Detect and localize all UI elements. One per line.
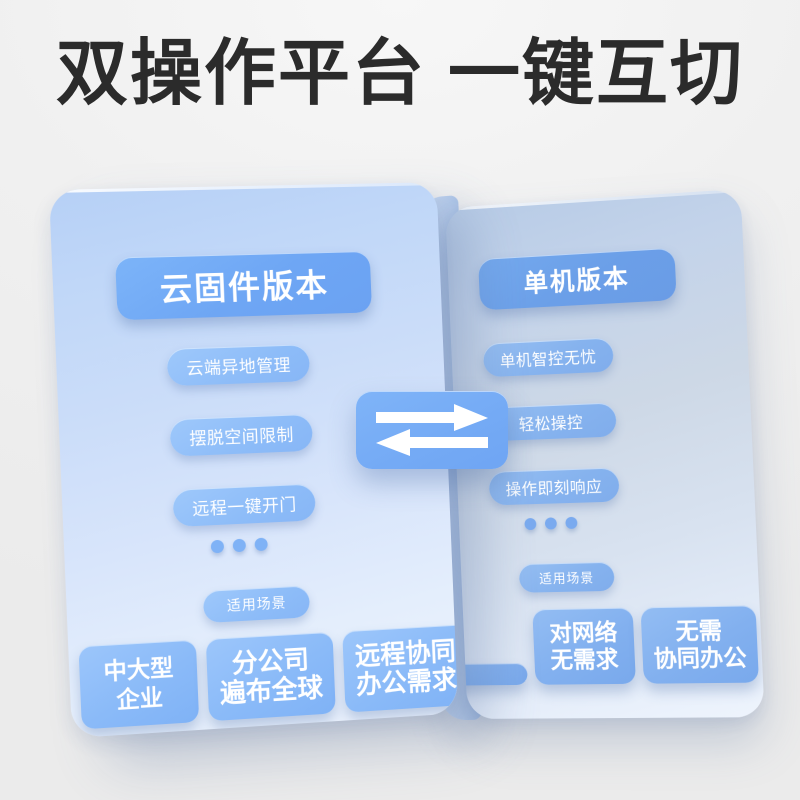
dot-2	[544, 517, 557, 530]
right-feature-pill-3: 操作即刻响应	[488, 467, 620, 506]
right-tag-2: 对网络 无需求	[532, 607, 636, 685]
right-scenario-label: 适用场景	[518, 561, 615, 593]
left-tag-3-line2: 办公需求	[355, 664, 458, 700]
left-feature-pill-1: 云端异地管理	[166, 344, 311, 387]
right-tag-3-line2: 协同办公	[653, 644, 748, 672]
page-title: 双操作平台 一键互切	[55, 34, 744, 114]
left-tag-1-line2: 企业	[115, 683, 164, 713]
left-scenario-tags: 中大型 企业 分公司 遍布全球 远程协同 办公需求	[78, 624, 459, 730]
left-tag-3: 远程协同 办公需求	[342, 624, 459, 713]
bidirectional-swap-arrows-icon	[376, 404, 488, 456]
dot-2	[232, 538, 247, 553]
dot-1	[524, 517, 537, 531]
left-feature-pill-3: 远程一键开门	[172, 483, 317, 528]
right-tag-2-line2: 无需求	[550, 645, 620, 673]
right-scenario-tags: 对网络 无需求 无需 协同办公	[445, 605, 759, 686]
right-feature-pill-1: 单机智控无忧	[482, 337, 614, 378]
left-tag-2-line2: 遍布全球	[219, 672, 324, 709]
dot-3	[254, 537, 268, 552]
swap-platform-badge[interactable]	[356, 391, 508, 469]
right-tag-3-line1: 无需	[674, 617, 723, 645]
left-panel-header: 云固件版本	[115, 250, 373, 321]
right-tag-3: 无需 协同办公	[640, 605, 759, 684]
left-tag-2: 分公司 遍布全球	[205, 631, 336, 722]
left-scenario-label: 适用场景	[202, 585, 311, 624]
right-more-dots-icon	[524, 516, 578, 531]
left-tag-1: 中大型 企业	[78, 639, 200, 730]
left-feature-pill-2: 摆脱空间限制	[169, 413, 314, 457]
left-more-dots-icon	[210, 537, 268, 554]
left-tag-1-line1: 中大型	[102, 654, 174, 685]
dot-1	[210, 539, 225, 554]
right-tag-2-line1: 对网络	[548, 618, 618, 646]
right-panel-header: 单机版本	[478, 247, 677, 311]
dot-3	[565, 516, 578, 530]
